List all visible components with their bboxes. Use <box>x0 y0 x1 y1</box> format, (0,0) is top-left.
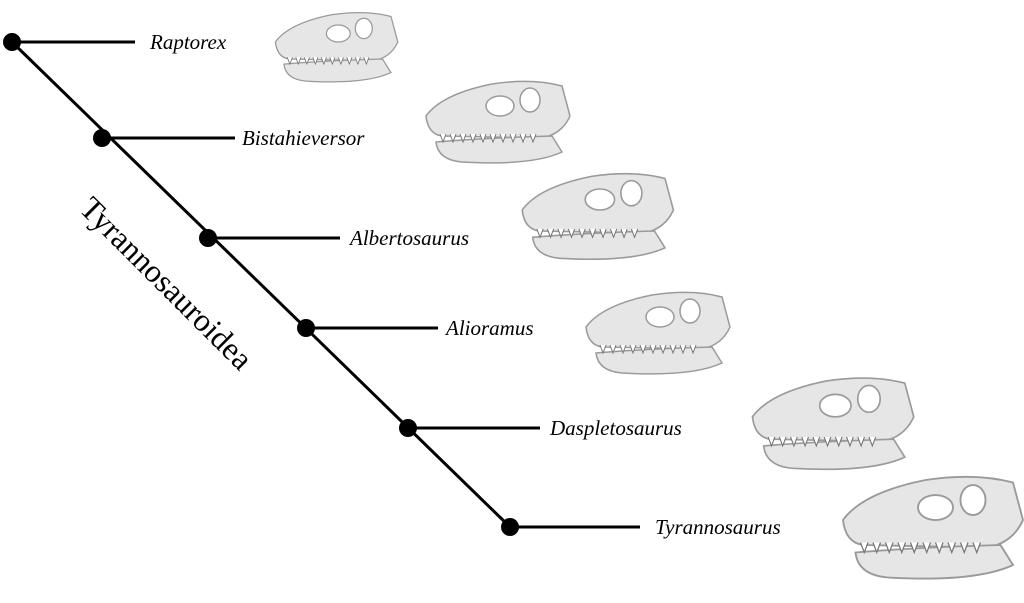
node-dot <box>297 319 315 337</box>
node-dot <box>501 518 519 536</box>
skull-icon <box>425 80 571 164</box>
taxon-raptorex: Raptorex <box>3 12 399 83</box>
taxon-albertosaurus: Albertosaurus <box>199 172 675 260</box>
taxon-tyrannosaurus: Tyrannosaurus <box>501 475 1024 580</box>
taxon-label: Bistahieversor <box>242 126 365 150</box>
taxon-alioramus: Alioramus <box>297 291 731 375</box>
taxon-bistahieversor: Bistahieversor <box>93 80 571 164</box>
clade-label: Tyrannosauroidea <box>73 189 260 376</box>
node-dot <box>3 33 21 51</box>
taxon-label: Albertosaurus <box>348 226 469 250</box>
taxon-daspletosaurus: Daspletosaurus <box>399 377 915 471</box>
node-dot <box>93 129 111 147</box>
taxon-label: Alioramus <box>444 316 534 340</box>
skull-icon <box>842 475 1024 580</box>
node-dot <box>399 419 417 437</box>
taxon-label: Tyrannosaurus <box>655 515 781 539</box>
skull-icon <box>751 377 915 471</box>
skull-icon <box>585 291 731 375</box>
skull-icon <box>274 12 399 83</box>
taxon-label: Raptorex <box>149 30 227 54</box>
main-stem <box>10 40 512 529</box>
taxon-label: Daspletosaurus <box>549 416 682 440</box>
node-dot <box>199 229 217 247</box>
skull-icon <box>521 172 675 260</box>
